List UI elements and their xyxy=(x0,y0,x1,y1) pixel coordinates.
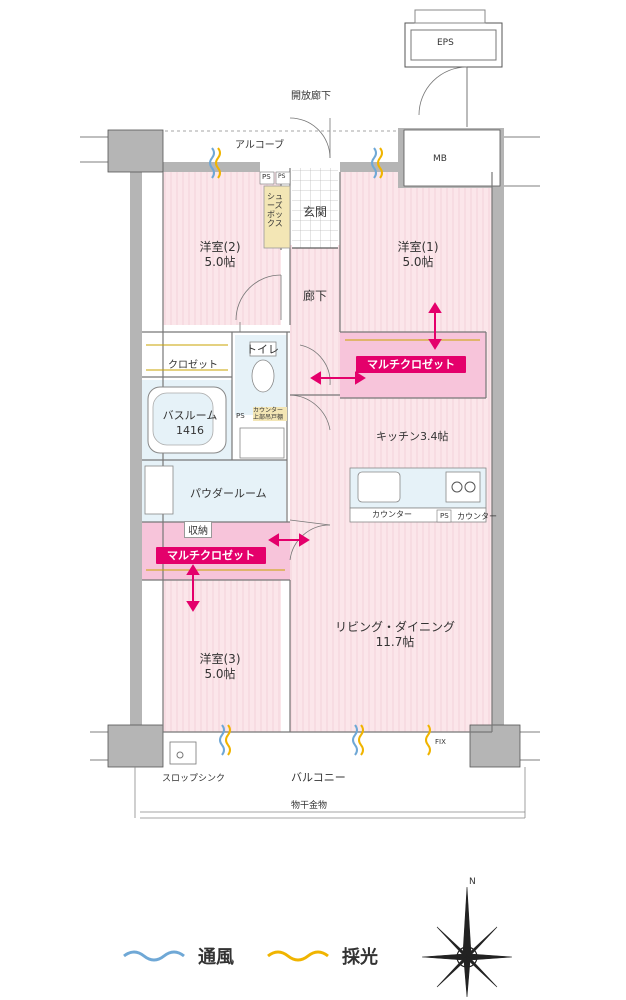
shoes-box-label: シューズボックス xyxy=(267,192,283,228)
toilet-bowl xyxy=(251,359,275,393)
ps-kitchen-label: PS xyxy=(440,512,449,520)
kitchen-label: キッチン3.4帖 xyxy=(376,430,449,443)
compass-icon xyxy=(421,886,513,998)
room-1-label: 洋室(1) 5.0帖 xyxy=(378,240,458,270)
entrance-label: 玄関 xyxy=(303,205,328,219)
living-name: リビング・ダイニング xyxy=(334,620,455,634)
drying-hardware-label: 物干金物 xyxy=(291,801,328,811)
multi-closet-1-label: マルチクロゼット xyxy=(356,356,466,373)
counter-label-2: カウンター xyxy=(457,512,497,521)
north-label: N xyxy=(469,877,476,887)
powder-room-label: パウダールーム xyxy=(190,487,267,500)
bathroom-size: 1416 xyxy=(176,424,204,437)
room-1-name: 洋室(1) xyxy=(397,240,439,254)
corridor-label: 開放廊下 xyxy=(291,91,331,102)
multi-closet-3-label: マルチクロゼット xyxy=(156,547,266,564)
eps-label: EPS xyxy=(437,38,454,48)
shoes-box xyxy=(263,185,291,249)
room-2-label: 洋室(2) 5.0帖 xyxy=(180,240,260,270)
ps-label: PS xyxy=(262,173,271,181)
hallway-fill xyxy=(290,245,340,375)
counter-upper-label: カウンター上部吊戸棚 xyxy=(253,407,287,421)
storage-label: 収納 xyxy=(184,521,212,538)
bathroom-label: バスルーム 1416 xyxy=(158,408,222,438)
eps-box xyxy=(404,9,503,68)
washbasin xyxy=(239,427,285,459)
toilet-label: トイレ xyxy=(246,343,279,356)
closet-label: クロゼット xyxy=(168,360,218,371)
ps-bath-label: PS xyxy=(236,412,245,420)
ventilation-legend-label: 通風 xyxy=(198,947,234,968)
room-2-name: 洋室(2) xyxy=(199,240,241,254)
balcony-label: バルコニー xyxy=(291,771,346,784)
room-3-label: 洋室(3) 5.0帖 xyxy=(180,652,260,682)
living-size: 11.7帖 xyxy=(375,635,415,649)
eps-door-swing xyxy=(418,66,468,116)
wind-legend-wave xyxy=(123,950,185,962)
room-3-fill xyxy=(163,580,281,732)
wind-light-marks xyxy=(209,147,431,756)
fix-label: FIX xyxy=(435,738,446,746)
counter-label-1: カウンター xyxy=(372,510,412,519)
washer xyxy=(144,465,174,515)
room-2-fill xyxy=(163,172,281,325)
alcove-label: アルコーブ xyxy=(235,140,285,151)
closet-shelf xyxy=(146,344,228,371)
toilet-tank xyxy=(249,341,277,357)
hallway-label: 廊下 xyxy=(303,289,328,303)
sink xyxy=(357,471,401,503)
mb-label: MB xyxy=(433,154,447,164)
slop-sink xyxy=(169,741,197,765)
room-2-size: 5.0帖 xyxy=(204,255,236,269)
bathroom-name: バスルーム xyxy=(162,409,218,422)
access-arrows xyxy=(186,302,442,612)
ps-label-2: PS xyxy=(278,173,286,180)
light-legend-wave xyxy=(267,950,329,962)
living-fill xyxy=(290,332,492,732)
room-1-fill xyxy=(340,172,492,332)
genkan-tile xyxy=(292,168,338,248)
room-1-size: 5.0帖 xyxy=(402,255,434,269)
room-3-name: 洋室(3) xyxy=(199,652,241,666)
door-swings xyxy=(235,117,331,561)
mb-box xyxy=(403,129,501,187)
room-3-size: 5.0帖 xyxy=(204,667,236,681)
daylight-legend-label: 採光 xyxy=(342,947,378,968)
living-label: リビング・ダイニング 11.7帖 xyxy=(330,620,460,650)
slop-sink-label: スロップシンク xyxy=(162,774,226,784)
